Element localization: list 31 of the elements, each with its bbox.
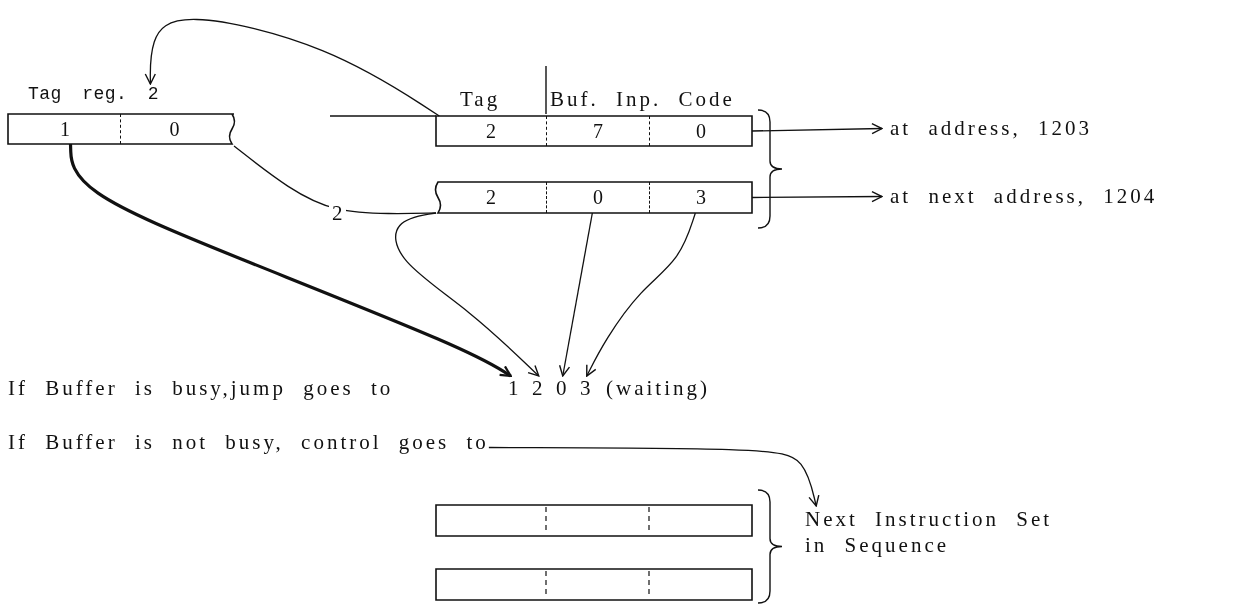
arrow: [488, 446, 820, 507]
arrow: [558, 212, 593, 377]
note-text: at address, 1203: [890, 116, 1092, 141]
arrow: [751, 190, 883, 203]
register-field: 3: [649, 182, 752, 213]
address-digit: 3: [580, 376, 594, 401]
register-field: 2: [436, 182, 546, 213]
register-field: 2: [436, 116, 546, 146]
note-text: at next address, 1204: [890, 184, 1158, 209]
register-field: 0: [649, 116, 752, 146]
note-text: (waiting): [606, 376, 710, 401]
register-field: 7: [546, 116, 649, 146]
note-text: If Buffer is not busy, control goes to: [8, 430, 489, 455]
field-heading: Buf. Inp. Code: [550, 87, 735, 112]
address-digit: 1: [508, 376, 522, 401]
arrow: [68, 143, 512, 378]
register-field: 1: [10, 114, 120, 144]
connector-line: [329, 115, 437, 117]
arrow: [144, 18, 440, 117]
note-text: If Buffer is busy,jump goes to: [8, 376, 394, 401]
field-heading: Tag: [460, 87, 501, 112]
note-text: Next Instruction Set in Sequence: [805, 506, 1054, 558]
arrow: [751, 123, 883, 135]
arrow: [586, 212, 696, 377]
connector-line: [233, 145, 437, 215]
arrow: [395, 212, 540, 377]
address-digit: 2: [532, 376, 546, 401]
register-field: 0: [120, 114, 228, 144]
address-digit: 0: [556, 376, 570, 401]
register-heading: Tag reg. 2: [28, 84, 160, 104]
register-field: 0: [546, 182, 649, 213]
